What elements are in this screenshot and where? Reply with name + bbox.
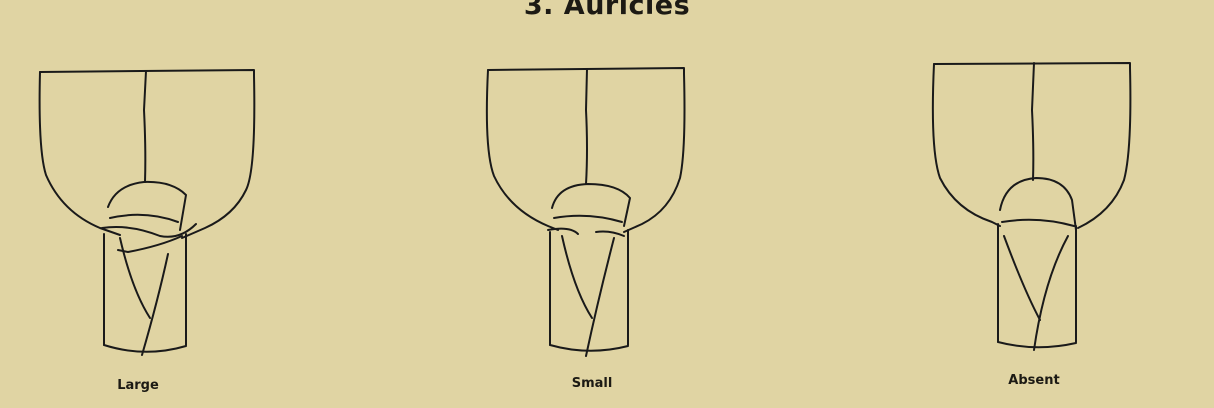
sheath-overlap-right xyxy=(141,253,169,356)
sheath-overlap-right xyxy=(585,237,615,357)
auricle-left xyxy=(101,223,197,238)
leaf-blade-left-edge xyxy=(931,63,1001,227)
sheath-overlap-left xyxy=(1003,235,1041,321)
leaf-blade xyxy=(39,69,256,239)
auricle-right xyxy=(595,230,625,237)
leaf-blade-left-edge xyxy=(38,71,121,236)
panel-absent-drawing xyxy=(931,62,1132,351)
panel-small-drawing xyxy=(485,67,686,357)
auricle-right xyxy=(117,235,183,253)
figure-title: 3. Auricles xyxy=(523,0,691,21)
sheath-overlap-right xyxy=(1033,235,1069,351)
leaf-blade xyxy=(487,67,686,233)
leaf-midrib xyxy=(143,70,147,183)
ligule xyxy=(999,177,1077,231)
sheath-overlap-left xyxy=(561,235,593,319)
ligule xyxy=(551,183,631,227)
caption-large: Large xyxy=(117,378,159,393)
ligule xyxy=(107,180,187,231)
sheath-overlap-left xyxy=(119,237,151,319)
collar-ellipse xyxy=(109,213,179,223)
collar-ellipse xyxy=(1001,218,1075,227)
collar-ellipse xyxy=(553,214,623,223)
leaf-midrib xyxy=(585,68,588,185)
caption-absent: Absent xyxy=(1008,373,1060,388)
caption-small: Small xyxy=(571,376,613,391)
sheath-bottom xyxy=(103,344,187,353)
leaf-blade-left-edge xyxy=(485,69,559,231)
leaf-midrib xyxy=(1031,62,1035,181)
auricle-left xyxy=(547,227,579,235)
leaf-blade xyxy=(933,62,1132,229)
sheath-bottom xyxy=(997,341,1077,349)
panel-large-drawing xyxy=(38,69,256,356)
sheath-bottom xyxy=(549,344,629,352)
